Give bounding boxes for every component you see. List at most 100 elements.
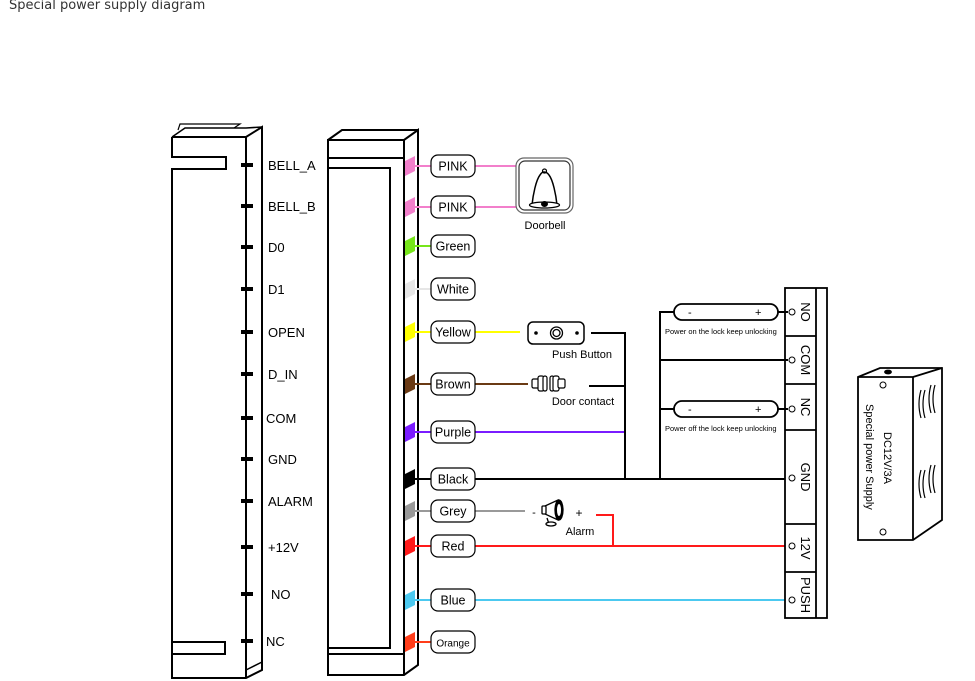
doorbell-device: Doorbell (515, 157, 574, 232)
pin-label: NO (271, 587, 291, 602)
terminal-no: NO (788, 302, 813, 322)
power-supply-name: Special power Supply (863, 404, 875, 510)
terminal-label: COM (798, 345, 813, 375)
wire-tab (405, 374, 415, 394)
bell-icon (528, 168, 561, 209)
screw-icon (788, 405, 796, 413)
wire-label-blue: Blue (430, 588, 476, 612)
wire-label-text: Green (436, 240, 471, 254)
wire-tab (405, 197, 415, 217)
screw-icon (788, 596, 796, 604)
device-wiring (589, 311, 788, 546)
wire-label-text: PINK (438, 160, 468, 174)
terminal-label: PUSH (798, 577, 813, 613)
wire-label-text: Brown (435, 378, 470, 392)
wire-tab (405, 590, 415, 610)
wire-tab (405, 422, 415, 442)
wire-label-green: Green (430, 234, 476, 258)
lock-2-caption: Power off the lock keep unlocking (665, 424, 777, 433)
pin-label: ALARM (268, 494, 313, 509)
wire-label-text: Grey (439, 505, 467, 519)
pin-tick (241, 416, 253, 420)
wire-tab (405, 501, 415, 521)
wire-tab (405, 279, 415, 299)
pin-label: BELL_A (268, 158, 316, 173)
wire-tab (405, 322, 415, 342)
wire-label-purple: Purple (430, 420, 476, 444)
power-supply-rating: DC12V/3A (881, 432, 893, 485)
wire-tabs (405, 156, 415, 652)
terminal-label: NC (798, 398, 813, 417)
wire-labels: PINK PINK GreenWhiteYellowBrownPurpleBlack… (430, 154, 476, 654)
terminal-push: PUSH (785, 571, 816, 613)
terminal-label: 12V (798, 536, 813, 559)
wire-lines (415, 165, 785, 643)
pin-tick (241, 499, 253, 503)
wire-tab (405, 236, 415, 256)
controller-front-module (327, 128, 419, 676)
wire-label-brown: Brown (430, 372, 476, 396)
lock-2-minus: - (688, 404, 692, 416)
screw-icon (788, 474, 796, 482)
wire-label-text: Blue (440, 594, 465, 608)
terminal-12v: 12V (785, 523, 816, 560)
lock-1-plus: + (755, 307, 761, 319)
wire-tab (405, 536, 415, 556)
wire-tab (405, 156, 415, 176)
wire-label-pink: PINK (430, 154, 476, 178)
terminal-gnd: GND (785, 429, 816, 491)
wire-label-text: PINK (438, 201, 468, 215)
terminal-block (784, 287, 828, 619)
wire-label-red: Red (430, 534, 476, 558)
wire-label-yellow: Yellow (430, 320, 476, 344)
lock-1-minus: - (688, 307, 692, 319)
pin-ticks (241, 163, 253, 643)
alarm-minus-label: - (532, 507, 536, 519)
controller-back-panel (171, 123, 263, 679)
power-supply-unit (857, 367, 943, 541)
pin-label: D0 (268, 240, 285, 255)
pin-label: COM (266, 411, 296, 426)
screw-icon (788, 308, 796, 316)
pin-tick (241, 204, 253, 208)
terminal-com: COM (785, 335, 816, 375)
wire-label-text: Purple (435, 426, 471, 440)
push-button-label: Push Button (552, 349, 612, 361)
lock-power-on: - + Power on the lock keep unlocking (665, 303, 779, 336)
horn-icon (541, 498, 564, 527)
pin-tick (241, 245, 253, 249)
page-title: Special power supply diagram (9, 0, 206, 13)
wire-label-text: Orange (436, 639, 470, 650)
wire-label-text: Black (438, 473, 469, 487)
pin-tick (241, 330, 253, 334)
wire-label-grey: Grey (430, 499, 476, 523)
pin-tick (241, 163, 253, 167)
pin-tick (241, 372, 253, 376)
door-contact-label: Door contact (552, 396, 614, 408)
wire-label-orange: Orange (430, 630, 476, 654)
alarm-device: - + Alarm (532, 498, 595, 538)
pin-tick (241, 457, 253, 461)
wire-label-white: White (430, 277, 476, 301)
doorbell-label: Doorbell (525, 220, 566, 232)
pin-label: NC (266, 634, 285, 649)
terminal-label: NO (798, 302, 813, 322)
wire-label-text: Red (442, 540, 465, 554)
pin-label: D_IN (268, 367, 298, 382)
pin-label: D1 (268, 282, 285, 297)
pin-labels: BELL_ABELL_BD0D1OPEND_INCOMGNDALARM+12VN… (266, 158, 316, 649)
pin-label: BELL_B (268, 199, 316, 214)
wire-label-text: Yellow (435, 326, 472, 340)
wire-label-text: White (437, 283, 469, 297)
lock-power-off: - + Power off the lock keep unlocking (665, 400, 779, 433)
wire-tab (405, 632, 415, 652)
alarm-label: Alarm (566, 526, 595, 538)
screw-icon (788, 542, 796, 550)
pin-label: GND (268, 452, 297, 467)
pin-tick (241, 545, 253, 549)
door-contact-device (531, 375, 566, 392)
wire-label-black: Black (430, 467, 476, 491)
lock-2-plus: + (755, 404, 761, 416)
lock-1-caption: Power on the lock keep unlocking (665, 327, 777, 336)
